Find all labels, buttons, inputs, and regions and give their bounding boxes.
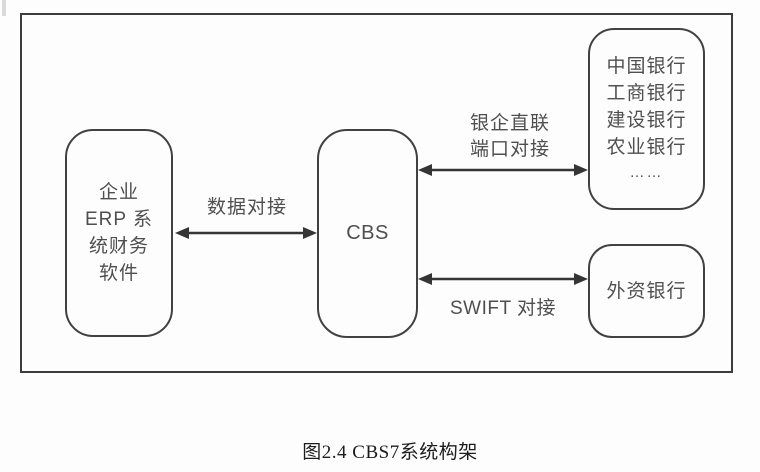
- box-erp-line: 企业: [98, 182, 139, 203]
- box-banks-ellipsis: ……: [629, 164, 664, 181]
- box-banks-line: 工商银行: [606, 83, 687, 104]
- figure-caption: 图2.4 CBS7系统构架: [302, 442, 478, 463]
- scan-artifact: [2, 0, 6, 16]
- label-swift-link: SWIFT 对接: [449, 298, 557, 319]
- box-erp-line: ERP 系: [84, 209, 153, 230]
- label-direct-link: 银企直联 端口对接: [450, 111, 570, 163]
- label-direct-link-line: 端口对接: [469, 139, 550, 160]
- box-domestic-banks: 中国银行 工商银行 建设银行 农业银行 ……: [588, 28, 705, 210]
- box-banks-line: 农业银行: [606, 137, 687, 158]
- box-erp-system: 企业 ERP 系 统财务 软件: [65, 129, 173, 337]
- box-cbs: CBS: [317, 129, 418, 338]
- box-cbs-label: CBS: [346, 222, 389, 244]
- box-banks-line: 中国银行: [606, 56, 687, 77]
- label-data-link: 数据对接: [206, 197, 287, 218]
- box-banks-line: 建设银行: [606, 110, 687, 131]
- box-erp-line: 软件: [98, 263, 139, 284]
- label-direct-link-line: 银企直联: [469, 113, 550, 134]
- box-erp-line: 统财务: [88, 236, 149, 257]
- box-foreign-label: 外资银行: [606, 280, 687, 302]
- diagram-border: [20, 13, 733, 373]
- box-foreign-banks: 外资银行: [588, 244, 705, 338]
